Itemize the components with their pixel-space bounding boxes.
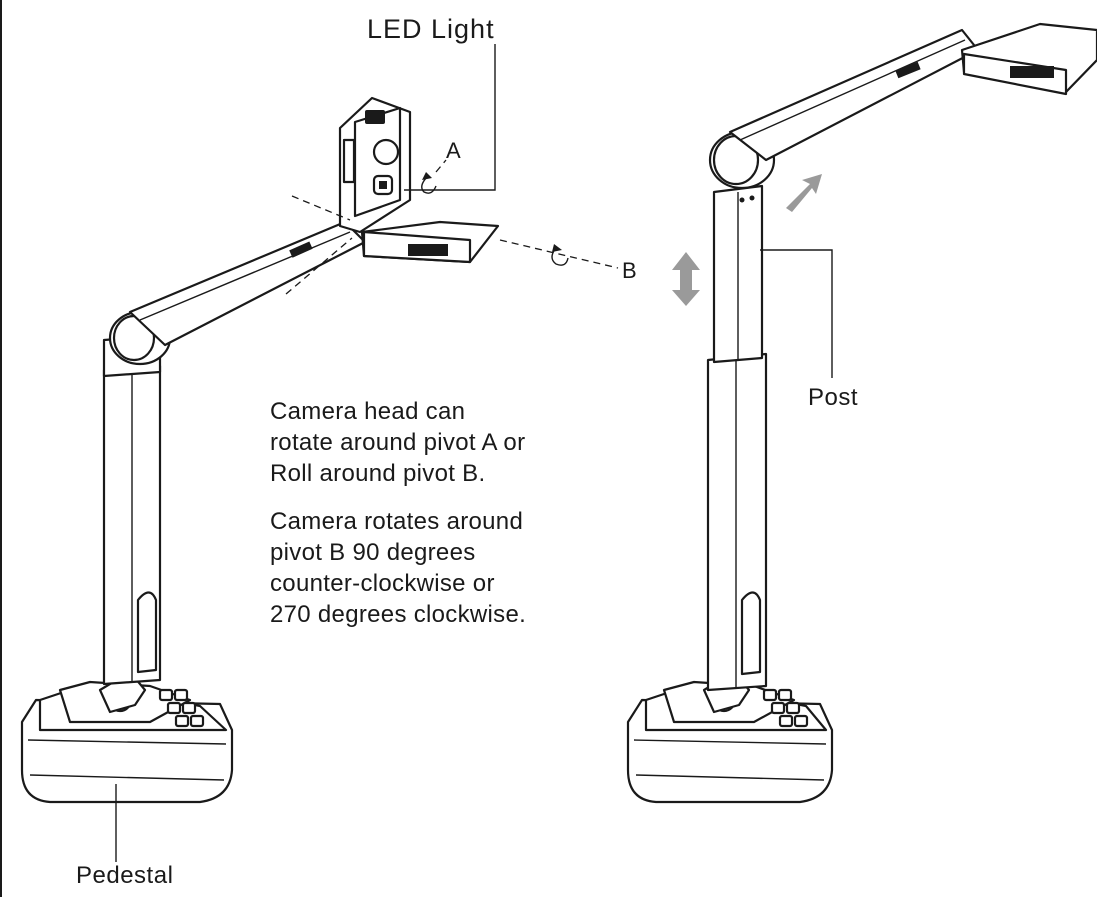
description-text: Camera head can rotate around pivot A or… [270, 396, 610, 647]
rotate-a-icon [421, 159, 447, 194]
extend-arrow-icon [786, 174, 822, 212]
left-led-panel [360, 220, 500, 264]
left-pedestal [20, 670, 234, 804]
description-paragraph-2: Camera rotates around pivot B 90 degrees… [270, 508, 527, 628]
post-leader [760, 249, 833, 378]
led-light-label: LED Light [367, 14, 495, 44]
post-label: Post [808, 384, 859, 411]
pivot-a-label: A [446, 138, 461, 163]
rotate-b-icon [551, 244, 569, 266]
right-control-buttons [762, 688, 809, 728]
right-camera [626, 22, 1097, 804]
right-elbow-joint [708, 130, 776, 190]
left-arm [128, 220, 367, 347]
right-camera-head [960, 22, 1097, 96]
right-arm [728, 28, 980, 162]
pivot-a-axis [291, 195, 351, 221]
left-camera-head [338, 96, 412, 234]
height-adjust-arrow-icon [672, 252, 700, 306]
description-paragraph-1: Camera head can rotate around pivot A or… [270, 398, 526, 487]
pivot-b-label: B [622, 258, 637, 283]
right-pedestal [626, 670, 834, 804]
pedestal-label: Pedestal [76, 862, 174, 889]
left-control-buttons [158, 688, 205, 728]
right-post-lower [706, 352, 768, 692]
right-post-upper [712, 184, 764, 364]
pivot-b-axis-right [499, 239, 619, 269]
led-light-leader [404, 44, 496, 191]
left-camera [20, 44, 619, 862]
pivot-b-axis-left [285, 237, 353, 295]
left-post [102, 334, 162, 686]
